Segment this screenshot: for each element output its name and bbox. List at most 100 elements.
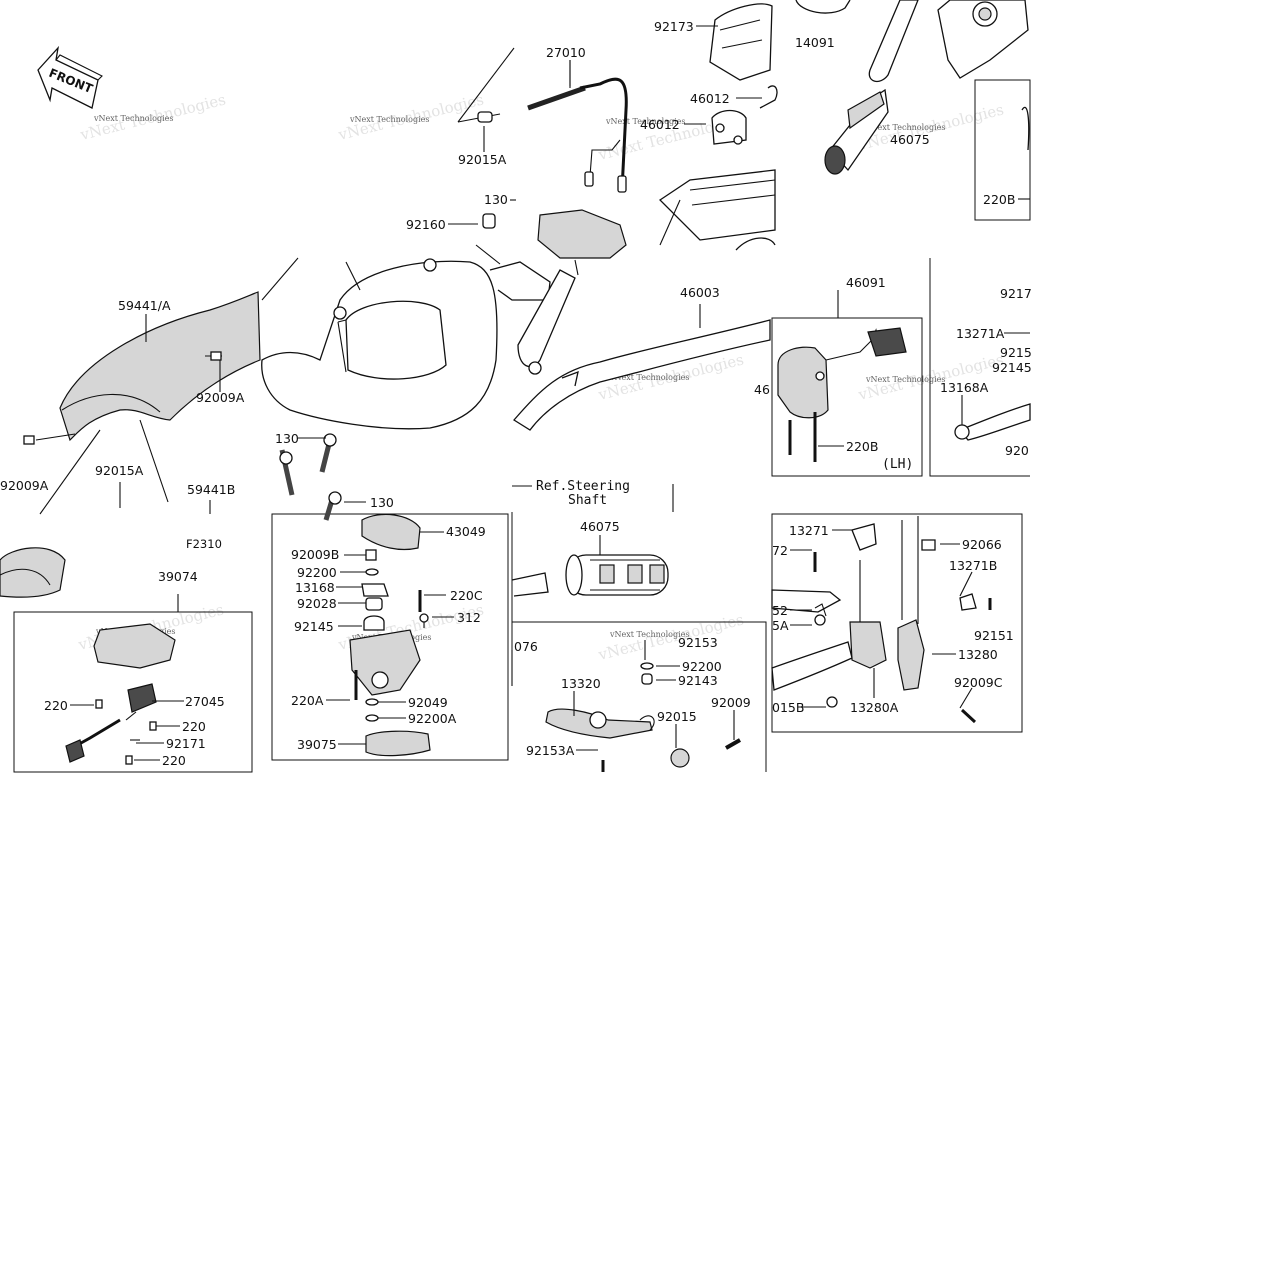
section-handlebar (513, 269, 771, 512)
label-46075-b: 46075 (580, 519, 620, 534)
label-9217: 9217 (1000, 286, 1032, 301)
label-46012-b: 46012 (640, 117, 680, 132)
switch-part (849, 621, 887, 669)
section-grip-throttle (511, 512, 767, 772)
label-312: 312 (457, 610, 481, 625)
collar-part (482, 213, 496, 229)
label-92049: 92049 (408, 695, 448, 710)
watermark-text: vNext Technologies (865, 375, 945, 384)
cowl-part (59, 291, 261, 442)
label-46075: 46075 (890, 132, 930, 147)
steering-ref-line1: Ref.Steering (536, 479, 630, 494)
label-43049: 43049 (446, 524, 486, 539)
label-92200A: 92200A (408, 711, 457, 726)
watermark-text: vNext Technologies (93, 114, 173, 123)
section-left-cowl (0, 291, 261, 598)
lh-label: (LH) (882, 457, 913, 472)
label-92009A-b: 92009A (0, 478, 49, 493)
label-220: 220 (44, 698, 68, 713)
steering-ref-line2: Shaft (568, 493, 607, 508)
inset-box (771, 513, 1023, 733)
label-92009: 92009 (711, 695, 751, 710)
label-39074: 39074 (158, 569, 198, 584)
label-92145: 92145 (294, 619, 334, 634)
label-130: 130 (484, 192, 508, 207)
label-5A: 5A (772, 618, 789, 633)
label-72: 72 (772, 543, 788, 558)
label-92171: 92171 (166, 736, 206, 751)
inset-box (13, 611, 253, 773)
housing-part (93, 623, 176, 669)
label-220A: 220A (291, 693, 324, 708)
label-92066: 92066 (962, 537, 1002, 552)
label-39075: 39075 (297, 737, 337, 752)
label-13271A: 13271A (956, 326, 1005, 341)
reservoir-part (365, 730, 431, 757)
label-59441B: 59441B (187, 482, 235, 497)
section-center-cowl (261, 257, 551, 430)
lever-part (958, 403, 1031, 441)
cover-part (361, 513, 421, 551)
label-220C: 220C (450, 588, 483, 603)
label-46: 46 (754, 382, 770, 397)
label-13280: 13280 (958, 647, 998, 662)
label-92015: 92015 (657, 709, 697, 724)
label-92143: 92143 (678, 673, 718, 688)
switch-housing (777, 346, 829, 419)
section-top-right (658, 0, 1031, 251)
label-27045: 27045 (185, 694, 225, 709)
watermark-text: vNext Technologies (865, 123, 945, 132)
label-92028: 92028 (297, 596, 337, 611)
label-92009A: 92009A (196, 390, 245, 405)
label-92153A: 92153A (526, 743, 575, 758)
watermark-text: vNext Technologies (609, 373, 689, 382)
label-220-b: 220 (182, 719, 206, 734)
label-46003: 46003 (680, 285, 720, 300)
inset-box (974, 79, 1031, 221)
label-92200: 92200 (297, 565, 337, 580)
label-130-c: 130 (370, 495, 394, 510)
label-92173: 92173 (654, 19, 694, 34)
label-92015A: 92015A (458, 152, 507, 167)
label-130-b: 130 (275, 431, 299, 446)
bracket-part (537, 209, 627, 259)
label-92009B: 92009B (291, 547, 339, 562)
label-13168: 13168 (295, 580, 335, 595)
label-14091: 14091 (795, 35, 835, 50)
label-220B-top: 220B (983, 192, 1015, 207)
label-13168A: 13168A (940, 380, 989, 395)
label-46091: 46091 (846, 275, 886, 290)
label-13280A: 13280A (850, 700, 899, 715)
label-27010: 27010 (546, 45, 586, 60)
label-13271: 13271 (789, 523, 829, 538)
section-master-cylinder (271, 433, 509, 761)
label-220B: 220B (846, 439, 878, 454)
label-920: 920 (1005, 443, 1029, 458)
label-92160: 92160 (406, 217, 446, 232)
label-13271B: 13271B (949, 558, 997, 573)
section-39074 (13, 594, 253, 773)
label-9215: 9215 (1000, 345, 1032, 360)
label-92151: 92151 (974, 628, 1014, 643)
cylinder-body (349, 629, 421, 696)
label-015B: 015B (772, 700, 804, 715)
watermark-text: vNext Technologies (609, 630, 689, 639)
handlebar-part (513, 319, 771, 431)
label-92015A-b: 92015A (95, 463, 144, 478)
inset-box (771, 317, 923, 477)
leader-lines (70, 25, 1030, 761)
section-far-right-lever (929, 258, 1031, 477)
label-92145-right: 92145 (992, 360, 1032, 375)
label-52: 52 (772, 603, 788, 618)
label-92009C: 92009C (954, 675, 1003, 690)
label-220-c: 220 (162, 753, 186, 768)
label-59441A: 59441/A (118, 298, 171, 313)
diagram-code: F2310 (186, 537, 222, 551)
front-direction-arrow: FRONT (37, 45, 103, 109)
watermark-text: vNext Technologies (605, 117, 685, 126)
label-076: 076 (514, 639, 538, 654)
label-92200-b: 92200 (682, 659, 722, 674)
label-13320: 13320 (561, 676, 601, 691)
section-top-center (457, 47, 628, 276)
